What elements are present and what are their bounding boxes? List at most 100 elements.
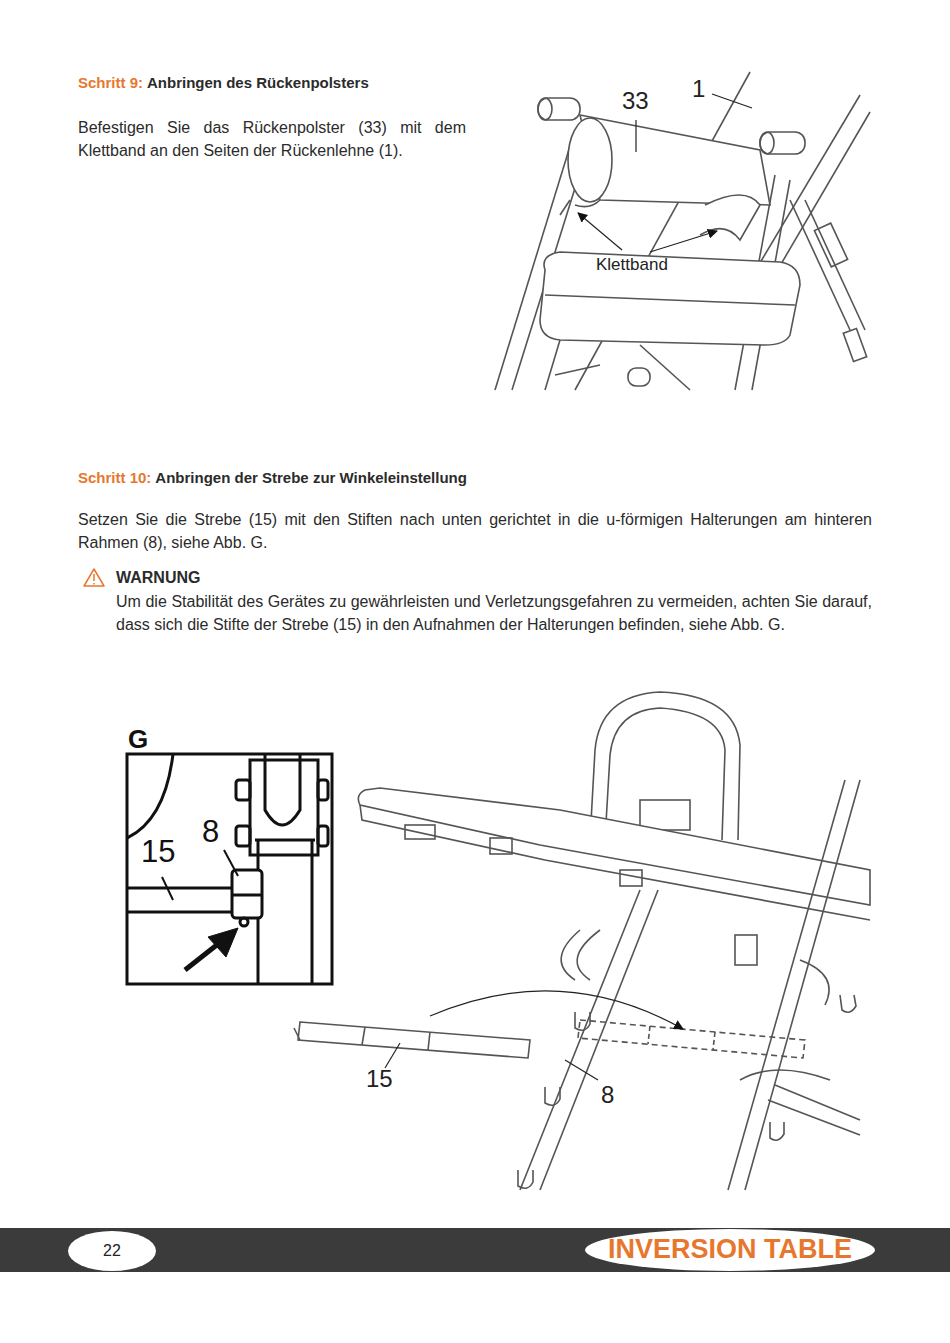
- drawing-part: [538, 98, 580, 120]
- drawing-part: [538, 98, 552, 120]
- drawing-part: [712, 94, 752, 108]
- step-number: Schritt 10:: [78, 466, 151, 489]
- drawing-part: [635, 120, 636, 152]
- drawing-part: [236, 826, 250, 846]
- callout-number: 8: [601, 1082, 614, 1108]
- drawing-part: [93, 583, 95, 585]
- drawing-part: [224, 850, 238, 876]
- warning-text: Um die Stabilität des Gerätes zu gewährl…: [116, 590, 872, 636]
- instruction-text: Setzen Sie die Strebe (15) mit den Stift…: [78, 508, 872, 554]
- drawing-part: [745, 780, 860, 1190]
- figure-inset: G 15 8: [127, 725, 332, 985]
- drawing-part: [520, 890, 640, 1190]
- inset-border: [127, 754, 332, 984]
- drawing-part: [568, 118, 612, 202]
- inset-figure: [128, 755, 328, 983]
- drawing-part: [362, 1027, 365, 1045]
- drawing-part: [298, 1022, 530, 1058]
- drawing-part: [128, 911, 232, 914]
- drawing-part: [236, 780, 250, 800]
- drawing-part: [760, 132, 805, 154]
- step-heading: Anbringen der Strebe zur Winkeleinstellu…: [155, 466, 467, 489]
- drawing-part: [128, 755, 173, 838]
- callout-number: 8: [202, 815, 219, 849]
- drawing-part: [232, 870, 262, 918]
- drawing-part: [232, 894, 262, 897]
- drawing-part: [294, 1028, 300, 1040]
- drawing-part: [128, 887, 232, 890]
- drawing-part: [775, 1085, 860, 1120]
- drawing-part: [311, 840, 314, 983]
- drawing-part: [318, 780, 328, 800]
- drawing-part: [575, 1012, 590, 1030]
- drawing-part: [561, 930, 580, 980]
- drawing-part: [208, 928, 238, 957]
- drawing-part: [540, 252, 800, 345]
- part-label: Klettband: [596, 253, 668, 276]
- drawing-part: [790, 200, 850, 330]
- drawing-part: [240, 918, 248, 926]
- drawing-part: [840, 995, 856, 1012]
- drawing-part: [318, 826, 328, 846]
- drawing-part: [735, 935, 757, 965]
- warning-heading: WARNUNG: [116, 566, 200, 589]
- drawing-part: [428, 1032, 430, 1050]
- page-number: 22: [103, 1242, 121, 1260]
- callout-number: 15: [141, 835, 175, 869]
- drawing-part: [405, 825, 435, 839]
- drawing-part: [84, 569, 104, 586]
- instruction-text: Befestigen Sie das Rückenpolster (33) mi…: [78, 116, 466, 162]
- drawing-part: [770, 1122, 784, 1140]
- step-number: Schritt 9:: [78, 71, 143, 94]
- callout-number: 1: [692, 76, 705, 102]
- leader-lines: [385, 991, 683, 1080]
- drawing-part: [545, 295, 795, 305]
- drawing-part: [628, 368, 650, 386]
- drawing-part: [250, 760, 318, 855]
- footer-bar: [0, 1228, 950, 1272]
- drawing-part: [713, 1032, 715, 1050]
- callout-number: 33: [622, 88, 649, 114]
- step9-figure: [495, 72, 870, 390]
- figure-letter: G: [128, 725, 148, 754]
- drawing-part: [760, 132, 774, 154]
- drawing-part: [640, 800, 690, 830]
- drawing-part: [605, 708, 725, 840]
- page-number-badge: 22: [68, 1231, 156, 1271]
- drawing-part: [265, 755, 300, 825]
- drawing-part: [545, 1087, 560, 1105]
- drawing-part: [560, 200, 570, 215]
- drawing-part: [800, 960, 829, 1005]
- drawing-part: [385, 1043, 400, 1068]
- drawing-part: [555, 365, 600, 375]
- drawing-part: [650, 231, 717, 252]
- drawing-part: [518, 1170, 533, 1188]
- drawing-part: [740, 1070, 830, 1080]
- drawing-part: [490, 838, 512, 854]
- drawing-part: [575, 200, 600, 207]
- drawing-part: [578, 213, 622, 250]
- drawing-part: [565, 1060, 598, 1080]
- drawing-part: [577, 930, 600, 980]
- drawing-part: [185, 944, 218, 970]
- drawing-part: [728, 780, 845, 1190]
- drawing-part: [360, 805, 870, 920]
- drawing-part: [648, 1026, 650, 1044]
- callout-number: 15: [366, 1066, 393, 1092]
- product-name: INVERSION TABLE: [608, 1235, 852, 1265]
- drawing-part: [162, 877, 173, 900]
- drawing-part: [843, 329, 866, 362]
- step10-figure: [294, 692, 870, 1190]
- drawing-part: [93, 574, 95, 581]
- drawing-part: [358, 788, 870, 905]
- drawing-part: [590, 692, 740, 840]
- drawing-part: [578, 1020, 805, 1058]
- drawing-part: [540, 890, 658, 1190]
- step-heading: Anbringen des Rückenpolsters: [147, 71, 369, 94]
- drawing-part: [814, 223, 847, 267]
- drawing-part: [620, 870, 642, 886]
- leader-lines: [578, 94, 752, 252]
- warning-icon: [84, 569, 104, 586]
- product-name-badge: INVERSION TABLE: [585, 1229, 875, 1271]
